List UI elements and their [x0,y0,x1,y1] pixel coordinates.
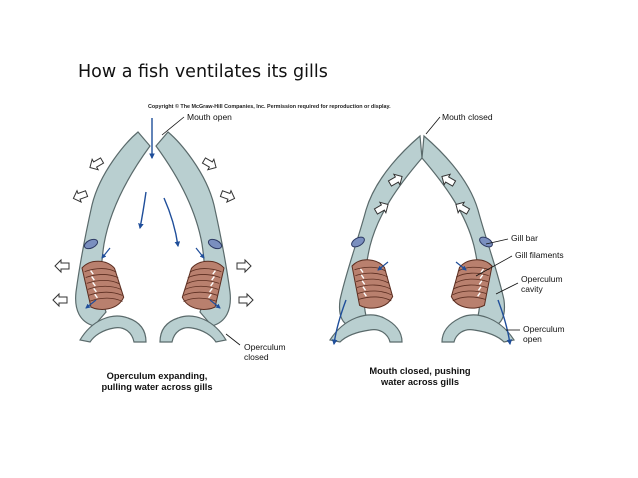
leader-line [225,333,241,346]
leader-line [495,282,519,295]
gill-bar [83,238,99,250]
expansion-arrow [86,154,106,174]
leader-line [425,116,441,135]
expansion-arrow [200,154,220,174]
right-fish-head [329,116,520,346]
leader-line [485,238,509,245]
water-flow-arrow [101,247,111,259]
left-caption-line2: pulling water across gills [101,382,213,392]
water-flow-arrow [85,299,97,309]
gill-bar [479,236,493,248]
left-caption-line1: Operculum expanding, [106,371,208,381]
right-caption-line2: water across gills [380,377,460,387]
leader-line [475,255,513,277]
label-operculum-cavity-1: Operculum [521,274,563,284]
water-flow-arrow [497,299,513,346]
slide-title: How a fish ventilates its gills [78,62,328,82]
gill-bar [207,238,223,250]
water-flow-arrow [331,299,347,346]
label-mouth-open: Mouth open [187,112,232,122]
gill-bar [351,236,365,248]
label-operculum-open-2: open [523,334,542,344]
left-operculum-right [159,315,227,343]
label-mouth-closed: Mouth closed [442,112,493,122]
water-flow-arrow [377,261,389,271]
expansion-arrow [238,293,254,307]
expansion-arrow [218,187,238,205]
water-flow-arrow [455,261,467,271]
water-flow-arrow [138,191,147,230]
water-flow-arrow [163,197,181,248]
label-operculum-closed-1: Operculum [244,342,286,352]
expansion-arrow [236,259,252,273]
right-operculum-left [329,314,403,343]
right-operculum-right [441,314,515,343]
label-operculum-cavity-2: cavity [521,284,543,294]
label-operculum-open-1: Operculum [523,324,565,334]
water-flow-arrow [209,299,221,309]
expansion-arrow [54,259,70,273]
label-operculum-closed-2: closed [244,352,269,362]
left-fish-head [52,116,254,346]
label-gill-bar: Gill bar [511,233,538,243]
water-flow-arrow [195,247,205,259]
leader-line [161,116,185,136]
label-gill-filaments: Gill filaments [515,250,564,260]
expansion-arrow [70,187,90,205]
expansion-arrow [52,293,68,307]
left-operculum-left [79,315,147,343]
right-caption-line1: Mouth closed, pushing [369,366,471,376]
copyright-notice: Copyright © The McGraw-Hill Companies, I… [148,104,391,110]
